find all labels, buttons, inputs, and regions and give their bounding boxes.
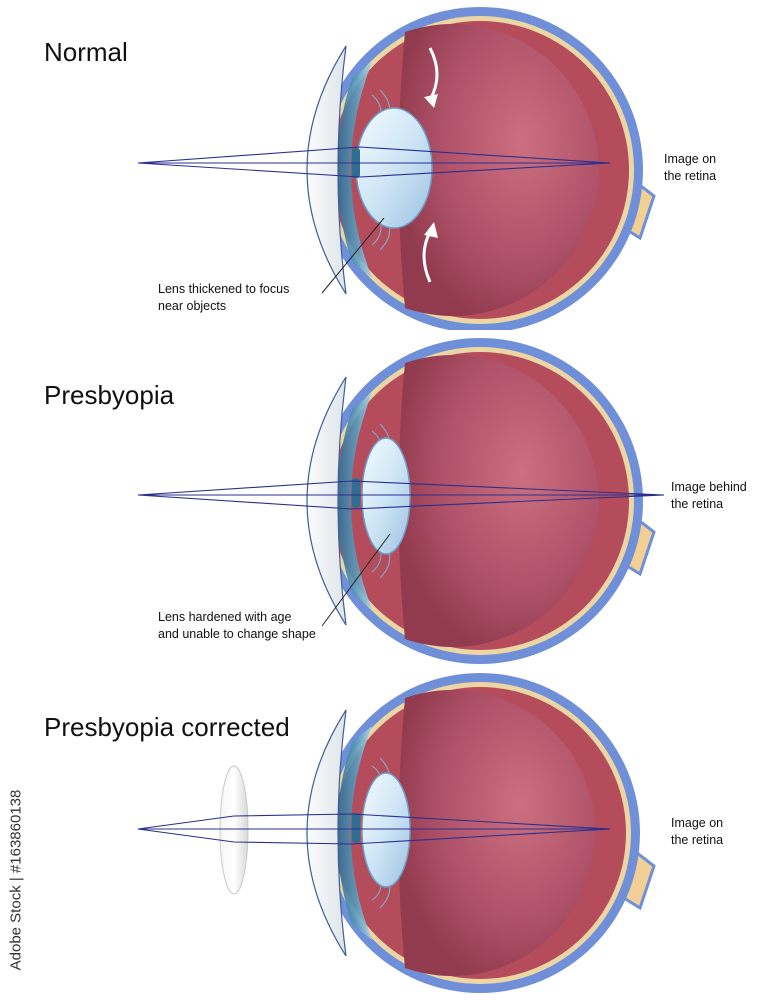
panel-corrected: Presbyopia corrected Image on the retina bbox=[0, 670, 772, 1000]
vitreous-body bbox=[398, 355, 599, 647]
lens bbox=[361, 772, 411, 888]
eye-diagram-corrected bbox=[137, 673, 656, 993]
ciliary-body bbox=[337, 393, 372, 609]
lens bbox=[361, 437, 411, 555]
light-rays bbox=[137, 480, 665, 510]
lens-label: Lens hardened with age and unable to cha… bbox=[158, 610, 316, 641]
light-rays bbox=[137, 146, 611, 178]
lens bbox=[355, 107, 433, 229]
panel-title: Presbyopia bbox=[44, 380, 175, 410]
corrective-lens bbox=[219, 765, 249, 895]
eye-diagram-normal bbox=[137, 7, 656, 330]
ciliary-body bbox=[337, 62, 372, 278]
ciliary-body bbox=[337, 726, 372, 940]
cornea bbox=[306, 709, 347, 957]
panel-title: Presbyopia corrected bbox=[44, 712, 290, 742]
retina-label: Image on the retina bbox=[671, 816, 724, 847]
arrow-head-down bbox=[424, 94, 438, 108]
vitreous-body bbox=[398, 690, 596, 976]
iris bbox=[352, 813, 360, 843]
stock-watermark: Adobe Stock | #163860138 bbox=[7, 789, 25, 971]
arrow-head-up bbox=[424, 222, 438, 238]
eye-diagram-presbyopia bbox=[137, 338, 665, 664]
cornea bbox=[306, 376, 347, 626]
retina-label: Image on the retina bbox=[664, 152, 717, 183]
panel-presbyopia: Presbyopia Image behind the retina Lens … bbox=[0, 336, 772, 666]
vitreous-body bbox=[398, 24, 599, 316]
panel-title: Normal bbox=[44, 37, 128, 67]
lens-leader-line bbox=[321, 217, 385, 294]
lens-leader-line bbox=[321, 533, 391, 627]
light-rays bbox=[137, 813, 611, 845]
retina-label: Image behind the retina bbox=[671, 480, 747, 511]
cornea bbox=[306, 45, 347, 295]
lens-label: Lens thickened to focus near objects bbox=[158, 282, 290, 313]
iris bbox=[352, 478, 360, 508]
panel-normal: Normal Image on the retina Lens thickene… bbox=[0, 0, 772, 330]
